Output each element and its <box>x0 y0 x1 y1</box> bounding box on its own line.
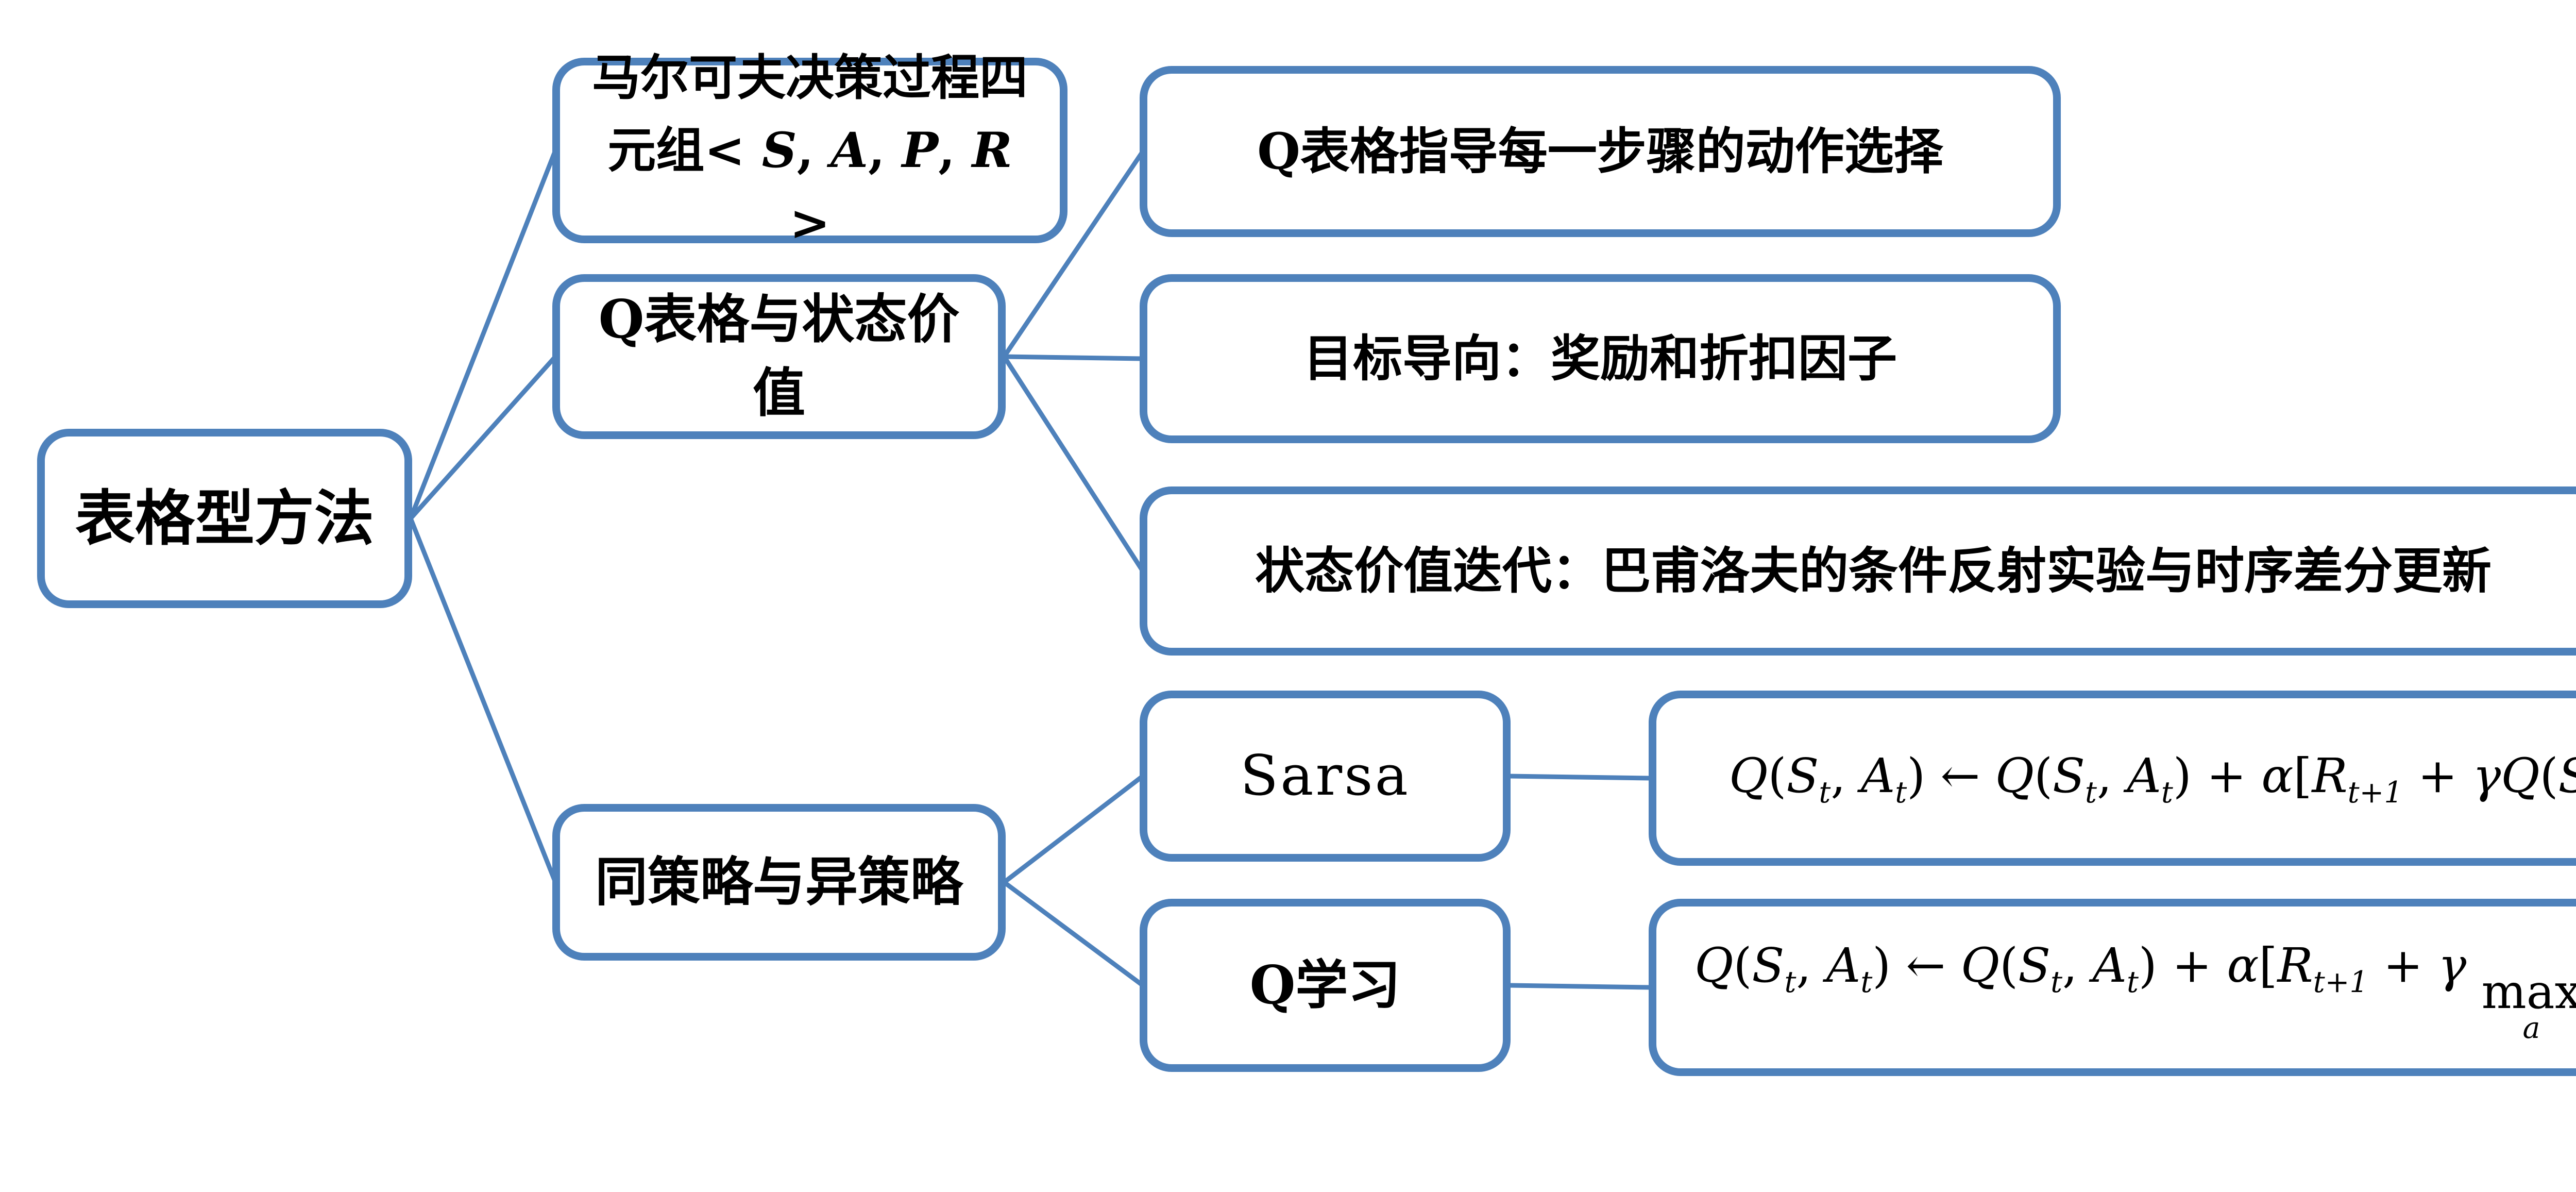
formula-token: S <box>2558 748 2576 803</box>
label-line: 元组< S, A, P, R > <box>581 114 1039 260</box>
formula-token: ) ← <box>1872 937 1961 993</box>
formula-token: R <box>2277 937 2313 993</box>
leaf-qtable-action-selection: Q表格指导每一步骤的动作选择 <box>1140 66 2061 237</box>
leaf-sarsa-label: Sarsa <box>1240 744 1410 809</box>
leaf-tdvalue-label: 状态价值迭代：巴甫洛夫的条件反射实验与时序差分更新 <box>1255 541 2492 600</box>
node-qtable-state-value: Q表格与状态价值 <box>552 274 1006 439</box>
edge-policy-sarsa <box>1002 774 1145 885</box>
formula-token: α <box>2227 937 2259 993</box>
formula-token: Q <box>1694 937 1734 993</box>
formula-token: , <box>1796 937 1826 993</box>
formula-token: S <box>1752 937 1785 993</box>
formula-token: S <box>761 122 797 179</box>
formula-token: , <box>796 122 831 179</box>
formula-token: t <box>1784 965 1797 999</box>
label-line: 马尔可夫决策过程四 <box>581 42 1039 114</box>
node-policy-label: 同策略与异策略 <box>595 851 963 913</box>
leaf-qlearning: Q学习 <box>1140 899 1511 1072</box>
formula-token: , <box>2062 937 2093 993</box>
formula-token: t <box>1819 775 1831 810</box>
formula-token: A <box>831 122 869 179</box>
formula-token: + <box>2402 748 2473 803</box>
formula-token: A <box>2092 937 2127 993</box>
edge-sarsa-formula <box>1506 774 1653 781</box>
formula-token: t+1 <box>2347 775 2403 810</box>
node-qtable-label: Q表格与状态价值 <box>598 289 960 424</box>
formula-token: γ <box>2438 937 2467 993</box>
formula-token: ( <box>2034 748 2053 803</box>
formula-token: ( <box>1999 937 2019 993</box>
formula-token: t <box>2126 965 2139 999</box>
formula-token: ) + <box>2138 937 2227 993</box>
node-mdp-label: 马尔可夫决策过程四元组< S, A, P, R > <box>581 42 1039 260</box>
edge-root-policy <box>408 516 558 885</box>
formula-token: [ <box>2293 748 2312 803</box>
formula-token: S <box>2053 748 2086 803</box>
formula-token: max <box>2481 964 2576 1019</box>
formula-token: A <box>2127 748 2161 803</box>
leaf-state-value-iteration: 状态价值迭代：巴甫洛夫的条件反射实验与时序差分更新 <box>1140 486 2576 656</box>
formula-token: + <box>2368 937 2438 993</box>
formula-token: ( <box>1733 937 1752 993</box>
node-onpolicy-offpolicy: 同策略与异策略 <box>552 804 1006 961</box>
formula-token: S <box>1786 748 1819 803</box>
leaf-sarsa: Sarsa <box>1140 691 1511 862</box>
edge-root-qtable <box>408 354 558 521</box>
edge-qtable-goal <box>1002 354 1145 361</box>
formula-token: ( <box>2539 748 2558 803</box>
node-root: 表格型方法 <box>37 429 412 608</box>
formula-token: ( <box>1768 748 1787 803</box>
edge-policy-qlearn <box>1002 880 1145 988</box>
formula-token: Q <box>1960 937 2000 993</box>
formula-token: , <box>938 122 972 179</box>
formula-token: R <box>972 122 1012 179</box>
formula-token: A <box>1860 748 1895 803</box>
formula-sarsa-update: Q(St, At) ← Q(St, At) + α[Rt+1 + γQ(St+1… <box>1649 691 2576 866</box>
formula-token: t <box>2161 775 2173 810</box>
formula-token: Q <box>1729 748 1768 803</box>
edge-qtable-tdvalue <box>1002 354 1145 574</box>
formula-token: [ <box>2259 937 2278 993</box>
formula-token: A <box>1826 937 1861 993</box>
leaf-goal-label: 目标导向：奖励和折扣因子 <box>1303 329 1897 388</box>
formula-token: , <box>2096 748 2127 803</box>
formula-token: ) + <box>2173 748 2262 803</box>
node-mdp-tuple: 马尔可夫决策过程四元组< S, A, P, R > <box>552 49 1067 251</box>
edge-root-mdp <box>408 148 558 521</box>
node-root-label: 表格型方法 <box>75 483 374 553</box>
formula-token: α <box>2261 748 2294 803</box>
edge-qtable-qguide <box>1002 149 1145 359</box>
formula-token: P <box>902 122 939 179</box>
formula-token: t <box>1895 775 1907 810</box>
formula-token: 马尔可夫决策过程四 <box>591 49 1028 106</box>
formula-token: t+1 <box>2313 965 2368 999</box>
formula-token: 元组< <box>607 122 762 179</box>
leaf-goal-reward-discount: 目标导向：奖励和折扣因子 <box>1140 274 2061 443</box>
formula-token: > <box>789 194 831 251</box>
formula-token: t <box>1860 965 1873 999</box>
formula-token: , <box>868 122 902 179</box>
formula-token: , <box>1831 748 1861 803</box>
leaf-qlearn-label: Q学习 <box>1249 954 1401 1016</box>
leaf-qguide-label: Q表格指导每一步骤的动作选择 <box>1257 122 1943 180</box>
formula-token: S <box>2018 937 2051 993</box>
formula-token: t <box>2050 965 2063 999</box>
formula-token: t <box>2085 775 2097 810</box>
edge-qlearn-formula <box>1506 983 1653 990</box>
formula-sarsa-text: Q(St, At) ← Q(St, At) + α[Rt+1 + γQ(St+1… <box>1729 743 2576 814</box>
formula-token: R <box>2312 748 2348 803</box>
formula-token: Q <box>1995 748 2035 803</box>
formula-token: γQ <box>2472 748 2540 803</box>
formula-token: a <box>2522 1011 2540 1045</box>
formula-token <box>2466 938 2481 993</box>
formula-token: ) ← <box>1907 748 1995 803</box>
